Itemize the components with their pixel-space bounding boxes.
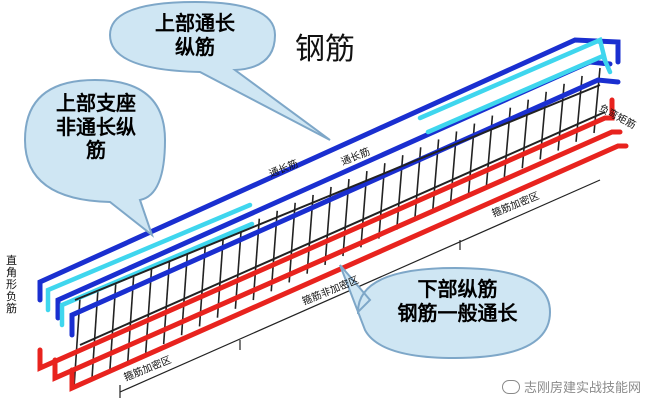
watermark: 志刚房建实战技能网 bbox=[501, 377, 641, 396]
support-bar-left-1 bbox=[45, 202, 253, 313]
diagram-title: 钢筋 bbox=[295, 32, 355, 67]
callout-top-through-bubble bbox=[108, 0, 331, 141]
top-bar-2 bbox=[55, 59, 613, 321]
callout-bottom-line-2: 钢筋一般通长 bbox=[397, 300, 518, 325]
support-bar-right-2 bbox=[425, 53, 613, 135]
callout-bottom-line-1: 下部纵筋 bbox=[417, 277, 498, 301]
callout-top-support-line-2: 非通长纵 bbox=[56, 114, 136, 139]
callout-top-support-line-1: 上部支座 bbox=[56, 91, 136, 115]
support-bars bbox=[45, 36, 613, 328]
top-bar-3 bbox=[69, 77, 621, 338]
waist-bars bbox=[74, 84, 606, 346]
watermark-text: 志刚房建实战技能网 bbox=[523, 381, 641, 396]
callout-top-through-line-2: 纵筋 bbox=[175, 34, 215, 59]
wechat-icon bbox=[501, 379, 520, 394]
bottom-bar-1 bbox=[37, 97, 615, 372]
callout-top-through-text: 上部通长 纵筋 bbox=[135, 11, 255, 59]
waist-bar-1 bbox=[74, 84, 601, 301]
bottom-bar-3 bbox=[69, 143, 629, 392]
dimension-line bbox=[119, 179, 601, 398]
bottom-bars bbox=[37, 97, 629, 392]
bottom-bar-2 bbox=[52, 129, 623, 382]
support-bar-right-1 bbox=[417, 36, 608, 121]
top-bar-1 bbox=[37, 37, 621, 303]
waist-bar-2 bbox=[79, 111, 606, 346]
callouts bbox=[23, 0, 552, 360]
support-bar-left-2 bbox=[59, 221, 255, 328]
callout-top-support-bubble bbox=[23, 78, 167, 238]
callout-bottom-text: 下部纵筋 钢筋一般通长 bbox=[375, 277, 540, 325]
callout-top-through-line-1: 上部通长 bbox=[155, 11, 235, 35]
callout-top-support-line-3: 筋 bbox=[86, 138, 106, 163]
label-left-vertical: 直角形负筋 bbox=[6, 254, 17, 315]
dimension-baseline bbox=[119, 179, 601, 393]
callout-top-support-text: 上部支座 非通长纵 筋 bbox=[40, 91, 152, 163]
callout-bottom-bubble bbox=[339, 264, 552, 360]
top-through-bars bbox=[37, 37, 621, 338]
